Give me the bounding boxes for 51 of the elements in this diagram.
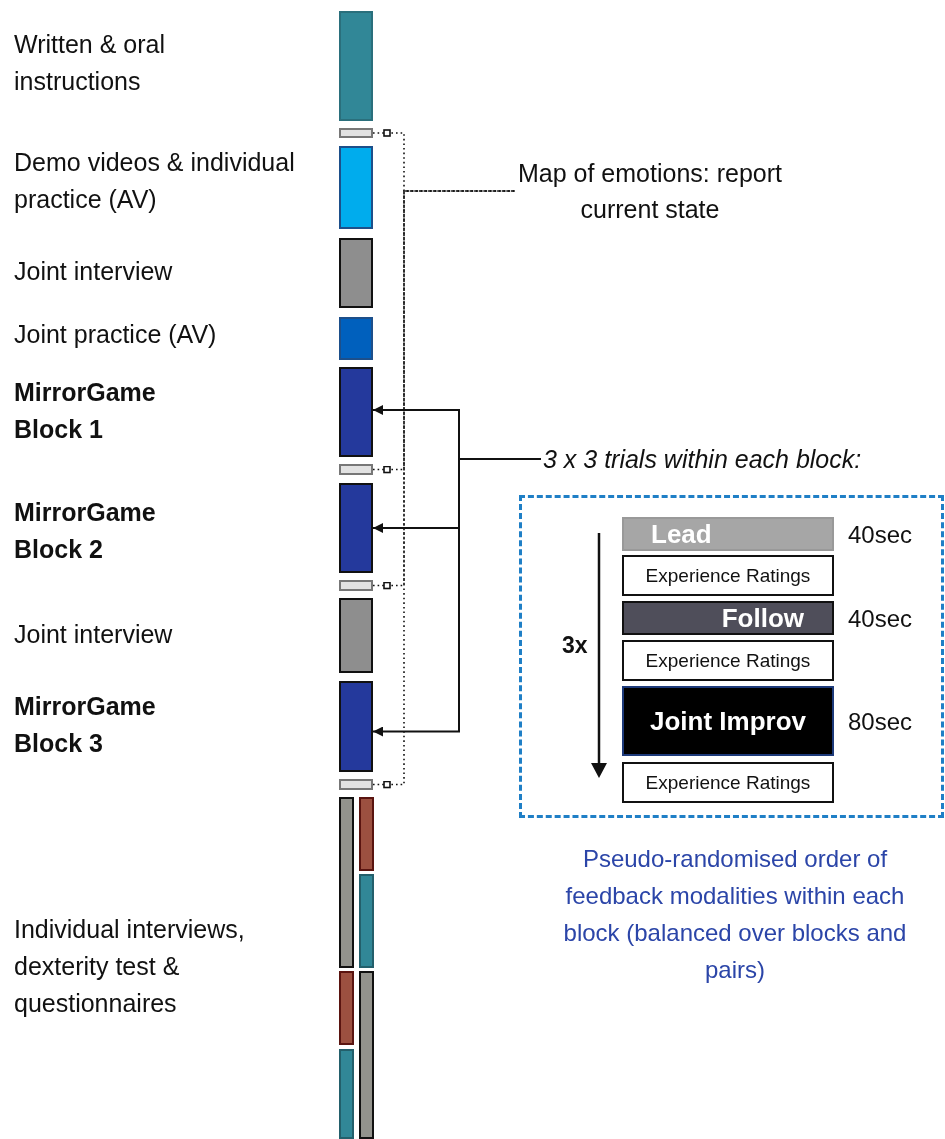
trial-label: Joint Improv	[650, 705, 806, 737]
trial-label: Experience Ratings	[645, 649, 811, 672]
step-label: MirrorGame Block 2	[14, 497, 157, 565]
step-label: Individual interviews, dexterity test & questionnaires	[14, 914, 246, 1019]
step-label: MirrorGame Block 3	[14, 691, 157, 759]
duration-label: 80sec	[848, 707, 913, 737]
timeline-bar	[339, 238, 373, 308]
rating-box	[622, 762, 834, 803]
duration-label: 40sec	[848, 520, 913, 550]
annotation-text: 3 x 3 trials within each block:	[543, 438, 862, 480]
step-label: Written & oral instructions	[14, 29, 166, 97]
caption: Pseudo-randomised order of feedback modalities within each block (balanced over blocks and pairs)	[562, 844, 908, 985]
timeline-bar	[339, 1049, 354, 1139]
timeline-bar	[339, 367, 373, 457]
step-label: Joint interview	[14, 256, 174, 287]
timeline-bar	[339, 598, 373, 673]
trial-label: Lead	[651, 518, 712, 550]
timeline-bar	[339, 797, 354, 968]
step-label: Joint practice (AV)	[14, 319, 218, 350]
trial-box	[622, 686, 834, 756]
timeline-bar	[339, 146, 373, 229]
annotation-text: Map of emotions: report current state	[515, 155, 785, 227]
step-label: Joint interview	[14, 619, 174, 650]
step-label: MirrorGame Block 1	[14, 377, 157, 445]
timeline-bar	[339, 681, 373, 772]
trial-box	[622, 517, 834, 551]
timeline-bar	[339, 464, 373, 475]
timeline-bar	[339, 317, 373, 360]
rating-box	[622, 555, 834, 596]
step-label: Demo videos & individual practice (AV)	[14, 147, 296, 215]
timeline-bar	[359, 874, 374, 968]
timeline-bar	[359, 797, 374, 871]
dotted-connector	[372, 190, 516, 590]
arrow	[372, 458, 542, 737]
timeline-bar	[339, 580, 373, 591]
trial-label: Experience Ratings	[645, 771, 811, 794]
repeat-count: 3x	[562, 632, 589, 659]
timeline-bar	[339, 11, 373, 121]
trial-label: Follow	[721, 602, 804, 634]
trial-box	[622, 601, 834, 635]
trial-label: Experience Ratings	[645, 564, 811, 587]
timeline-bar	[339, 128, 373, 138]
timeline-bar	[339, 483, 373, 573]
dashed-frame	[519, 495, 944, 818]
duration-label: 40sec	[848, 604, 913, 634]
rating-box	[622, 640, 834, 681]
timeline-bar	[339, 971, 354, 1045]
timeline-bar	[359, 971, 374, 1139]
dotted-connector	[372, 190, 516, 789]
dotted-connector	[372, 190, 516, 474]
timeline-bar	[339, 779, 373, 790]
